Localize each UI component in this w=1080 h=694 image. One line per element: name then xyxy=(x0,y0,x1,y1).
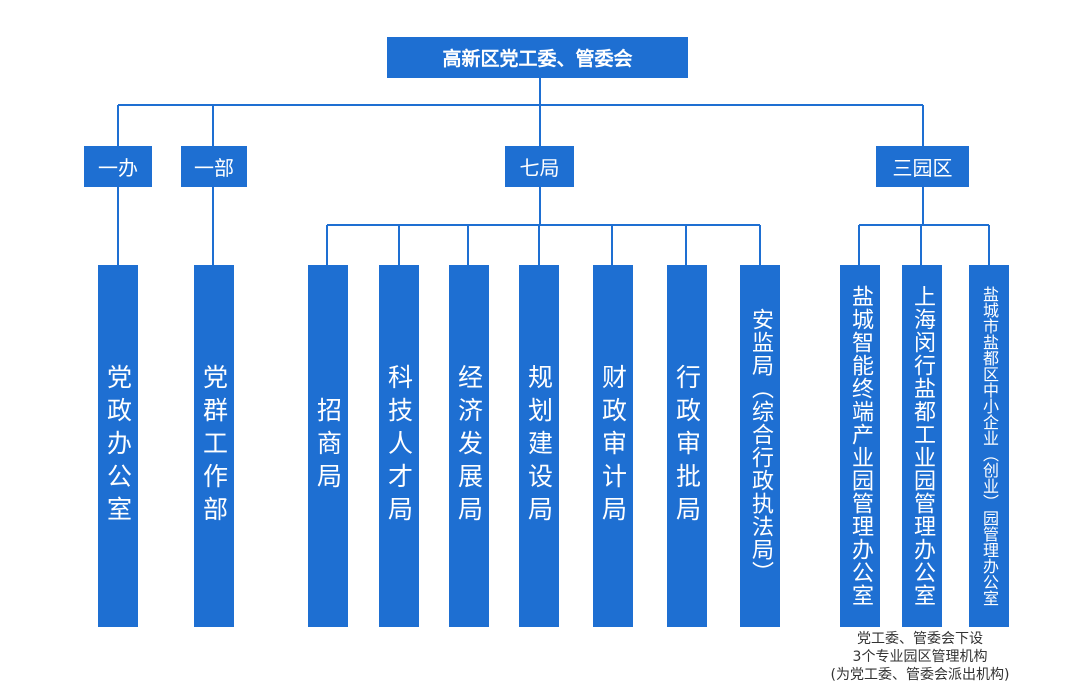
node-finance-audit-bureau: 财政审计局 xyxy=(593,265,633,627)
node-economic-dev-bureau: 经济发展局 xyxy=(449,265,489,627)
parks-note: 党工委、管委会下设 3个专业园区管理机构 (为党工委、管委会派出机构) xyxy=(800,630,1040,684)
node-safety-supervision-bureau: 安监局（综合行政执法局） xyxy=(740,265,780,627)
node-planning-construction-bureau: 规划建设局 xyxy=(519,265,559,627)
note-line-2: 3个专业园区管理机构 xyxy=(852,649,988,665)
node-dept: 一部 xyxy=(181,146,247,187)
node-bureaus: 七局 xyxy=(505,146,574,187)
note-line-1: 党工委、管委会下设 xyxy=(857,631,983,647)
node-shanghai-minhang-park-office: 上海闵行盐都工业园管理办公室 xyxy=(902,265,942,627)
note-line-3: (为党工委、管委会派出机构) xyxy=(830,667,1010,683)
node-investment-bureau: 招商局 xyxy=(308,265,348,627)
node-sme-park-office: 盐城市盐都区中小企业（创业）园管理办公室 xyxy=(969,265,1009,627)
node-party-govt-office: 党政办公室 xyxy=(98,265,138,627)
node-parks: 三园区 xyxy=(876,146,969,187)
node-smart-terminal-park-office: 盐城智能终端产业园管理办公室 xyxy=(840,265,880,627)
node-party-mass-work-dept: 党群工作部 xyxy=(194,265,234,627)
node-office: 一办 xyxy=(84,146,152,187)
root-node: 高新区党工委、管委会 xyxy=(387,37,688,78)
node-admin-approval-bureau: 行政审批局 xyxy=(667,265,707,627)
node-sci-tech-talent-bureau: 科技人才局 xyxy=(379,265,419,627)
